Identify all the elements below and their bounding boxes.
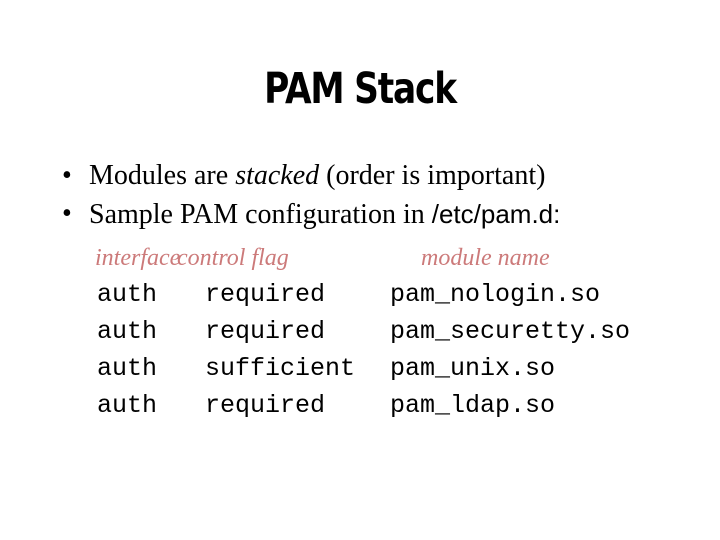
cell-interface: auth [97, 317, 158, 346]
page-title: PAM Stack [264, 64, 457, 114]
column-header-interface: interface [95, 245, 181, 271]
bullet-text-tail: (order is important) [319, 160, 546, 191]
cell-module-name: pam_ldap.so [390, 391, 556, 420]
cell-interface: auth [97, 391, 158, 420]
list-item: • Sample PAM configuration in /etc/pam.d… [56, 195, 696, 234]
bullet-dot-icon: • [62, 198, 72, 229]
cell-interface: auth [97, 354, 158, 383]
cell-control-flag: sufficient [205, 354, 356, 383]
bullet-text-lead: Modules are [89, 160, 236, 191]
list-item: • Modules are stacked (order is importan… [56, 157, 696, 195]
cell-control-flag: required [205, 280, 326, 309]
config-directory-path: /etc/pam.d: [431, 199, 561, 229]
cell-control-flag: required [205, 317, 326, 346]
cell-interface: auth [97, 280, 158, 309]
bullet-text-emphasis: stacked [235, 160, 320, 191]
bullet-list: • Modules are stacked (order is importan… [56, 157, 696, 234]
bullet-text-lead: Sample PAM configuration in [89, 199, 432, 230]
cell-control-flag: required [205, 391, 326, 420]
column-header-control-flag: control flag [177, 245, 289, 271]
column-header-module-name: module name [421, 245, 550, 271]
bullet-dot-icon: • [62, 160, 72, 191]
cell-module-name: pam_unix.so [390, 354, 556, 383]
cell-module-name: pam_nologin.so [390, 280, 601, 309]
cell-module-name: pam_securetty.so [390, 317, 631, 346]
